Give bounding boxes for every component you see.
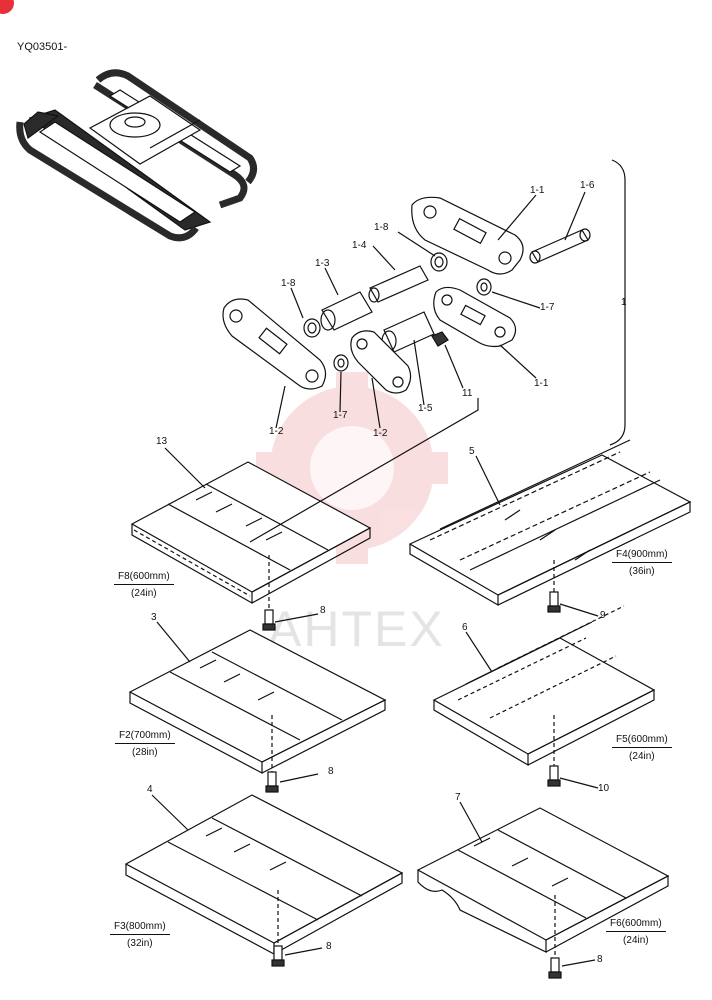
- label-part-9: 9: [600, 610, 606, 621]
- label-part-6: 6: [462, 622, 468, 633]
- seal-1-8b: [303, 318, 321, 338]
- label-part-8: 8: [320, 605, 326, 616]
- caption-f8-title: F8(600mm): [114, 570, 174, 585]
- seal-1-7a: [476, 278, 492, 296]
- caption-f3: F3(800mm) (32in): [110, 920, 170, 950]
- label-part-1-1: 1-1: [530, 185, 545, 196]
- seal-1-7b: [333, 354, 349, 372]
- label-part-1-8: 1-8: [374, 222, 389, 233]
- caption-f8-sub: (24in): [131, 588, 157, 599]
- seal-1-8a: [430, 252, 448, 272]
- pin-1-4: [368, 265, 429, 303]
- bushing-1-5: [381, 311, 435, 353]
- caption-f2-sub: (28in): [132, 747, 158, 758]
- bushing-1-3: [320, 291, 373, 331]
- caption-f3-sub: (32in): [127, 938, 153, 949]
- link-1-2-left: [222, 298, 327, 390]
- label-part-8-b: 8: [328, 766, 334, 777]
- label-part-1-6: 1-6: [580, 180, 595, 191]
- label-part-1-3: 1-3: [315, 258, 330, 269]
- assembly-bracket: [609, 159, 626, 446]
- track-shoe-5: [408, 439, 692, 607]
- label-part-8-d: 8: [597, 954, 603, 965]
- caption-f5-sub: (24in): [629, 751, 655, 762]
- caption-f5-title: F5(600mm): [612, 733, 672, 748]
- label-part-10: 10: [598, 783, 610, 794]
- track-shoe-7: [416, 807, 670, 953]
- link-1-1-lower: [433, 286, 517, 348]
- watermark-text: АНТЕХ: [268, 601, 445, 657]
- label-part-13: 13: [156, 436, 168, 447]
- caption-f8: F8(600mm) (24in): [114, 570, 174, 600]
- label-part-4: 4: [147, 784, 153, 795]
- corner-badge: [0, 0, 14, 14]
- label-part-1-5: 1-5: [418, 403, 433, 414]
- caption-f2: F2(700mm) (28in): [115, 729, 175, 759]
- caption-f4: F4(900mm) (36in): [612, 548, 672, 578]
- label-part-1-2: 1-2: [269, 426, 284, 437]
- bolts: [262, 591, 562, 979]
- pin-1-6: [529, 228, 591, 264]
- track-shoe-6: [432, 605, 656, 767]
- track-shoe-13: [130, 461, 372, 605]
- label-part-7: 7: [455, 792, 461, 803]
- label-part-1-7: 1-7: [540, 302, 555, 313]
- link-1-1-upper: [411, 196, 524, 275]
- caption-f6: F6(600mm) (24in): [606, 917, 666, 947]
- document-code: YQ03501-: [17, 41, 68, 53]
- label-part-1-1-b: 1-1: [534, 378, 549, 389]
- caption-f2-title: F2(700mm): [115, 729, 175, 744]
- crawler-undercarriage-image: [16, 69, 257, 242]
- label-part-8-c: 8: [326, 941, 332, 952]
- track-shoe-3: [128, 629, 387, 774]
- caption-f6-sub: (24in): [623, 935, 649, 946]
- link-1-2-middle: [350, 330, 412, 394]
- label-part-3: 3: [151, 612, 157, 623]
- label-part-1: 1: [621, 297, 627, 308]
- label-part-11: 11: [462, 388, 473, 399]
- caption-f4-sub: (36in): [629, 566, 655, 577]
- label-part-1-2-b: 1-2: [373, 428, 388, 439]
- caption-f4-title: F4(900mm): [612, 548, 672, 563]
- nut-11: [431, 331, 449, 347]
- caption-f3-title: F3(800mm): [110, 920, 170, 935]
- label-part-1-7-b: 1-7: [333, 410, 348, 421]
- caption-f6-title: F6(600mm): [606, 917, 666, 932]
- caption-f5: F5(600mm) (24in): [612, 733, 672, 763]
- label-part-1-8-b: 1-8: [281, 278, 296, 289]
- label-part-5: 5: [469, 446, 475, 457]
- label-part-1-4: 1-4: [352, 240, 367, 251]
